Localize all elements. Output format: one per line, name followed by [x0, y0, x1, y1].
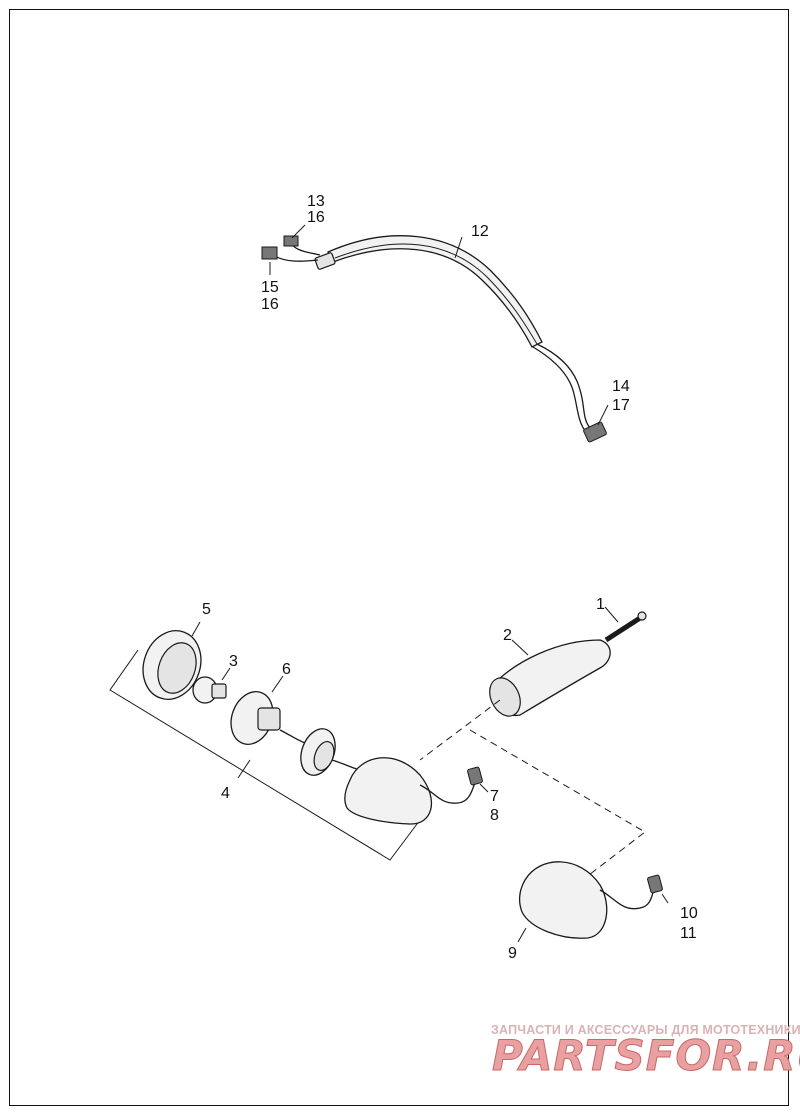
watermark-logo: PARTSFOR.RU: [492, 1031, 800, 1080]
callout-11: 11: [680, 925, 697, 942]
part-6-socket: [230, 675, 311, 746]
harness-sleeve: [327, 235, 543, 348]
part-1-bolt: [604, 606, 647, 643]
wiring-harness: [261, 224, 609, 443]
callout-2: 2: [503, 627, 512, 644]
part-3-bulb: [192, 667, 231, 704]
connector-7-8: [467, 766, 483, 786]
part-5-ring: [142, 621, 202, 700]
connector-10-11: [647, 874, 663, 894]
callout-4: 4: [221, 785, 230, 802]
callout-7: 7: [490, 788, 499, 805]
grommet: [300, 728, 361, 776]
part-9-lens: [517, 861, 669, 943]
assembly-bracket-line: [109, 649, 421, 861]
callout-12: 12: [471, 223, 489, 240]
connector-14-17: [583, 421, 607, 443]
connector-13-16: [283, 235, 299, 247]
drawing-frame: [9, 9, 789, 1106]
callout-16-upper: 16: [307, 209, 325, 226]
callout-10: 10: [680, 905, 698, 922]
callout-8: 8: [490, 807, 499, 824]
connector-15-16: [261, 246, 278, 260]
callout-5: 5: [202, 601, 211, 618]
alignment-line-lower: [469, 729, 646, 879]
callout-14: 14: [612, 378, 630, 395]
part-2-housing: [489, 639, 611, 717]
lens-housing-7-8: [344, 757, 489, 825]
callout-15: 15: [261, 279, 279, 296]
callout-3: 3: [229, 653, 238, 670]
callout-6: 6: [282, 661, 291, 678]
callout-17: 17: [612, 397, 630, 414]
callout-9: 9: [508, 945, 517, 962]
callout-1: 1: [596, 596, 605, 613]
alignment-line-upper: [419, 699, 501, 761]
harness-clip: [314, 252, 336, 270]
callout-16-lower: 16: [261, 296, 279, 313]
watermark-tagline: ЗАПЧАСТИ И АКСЕССУАРЫ ДЛЯ МОТОТЕХНИКИ: [491, 1023, 800, 1037]
callout-13: 13: [307, 193, 325, 210]
